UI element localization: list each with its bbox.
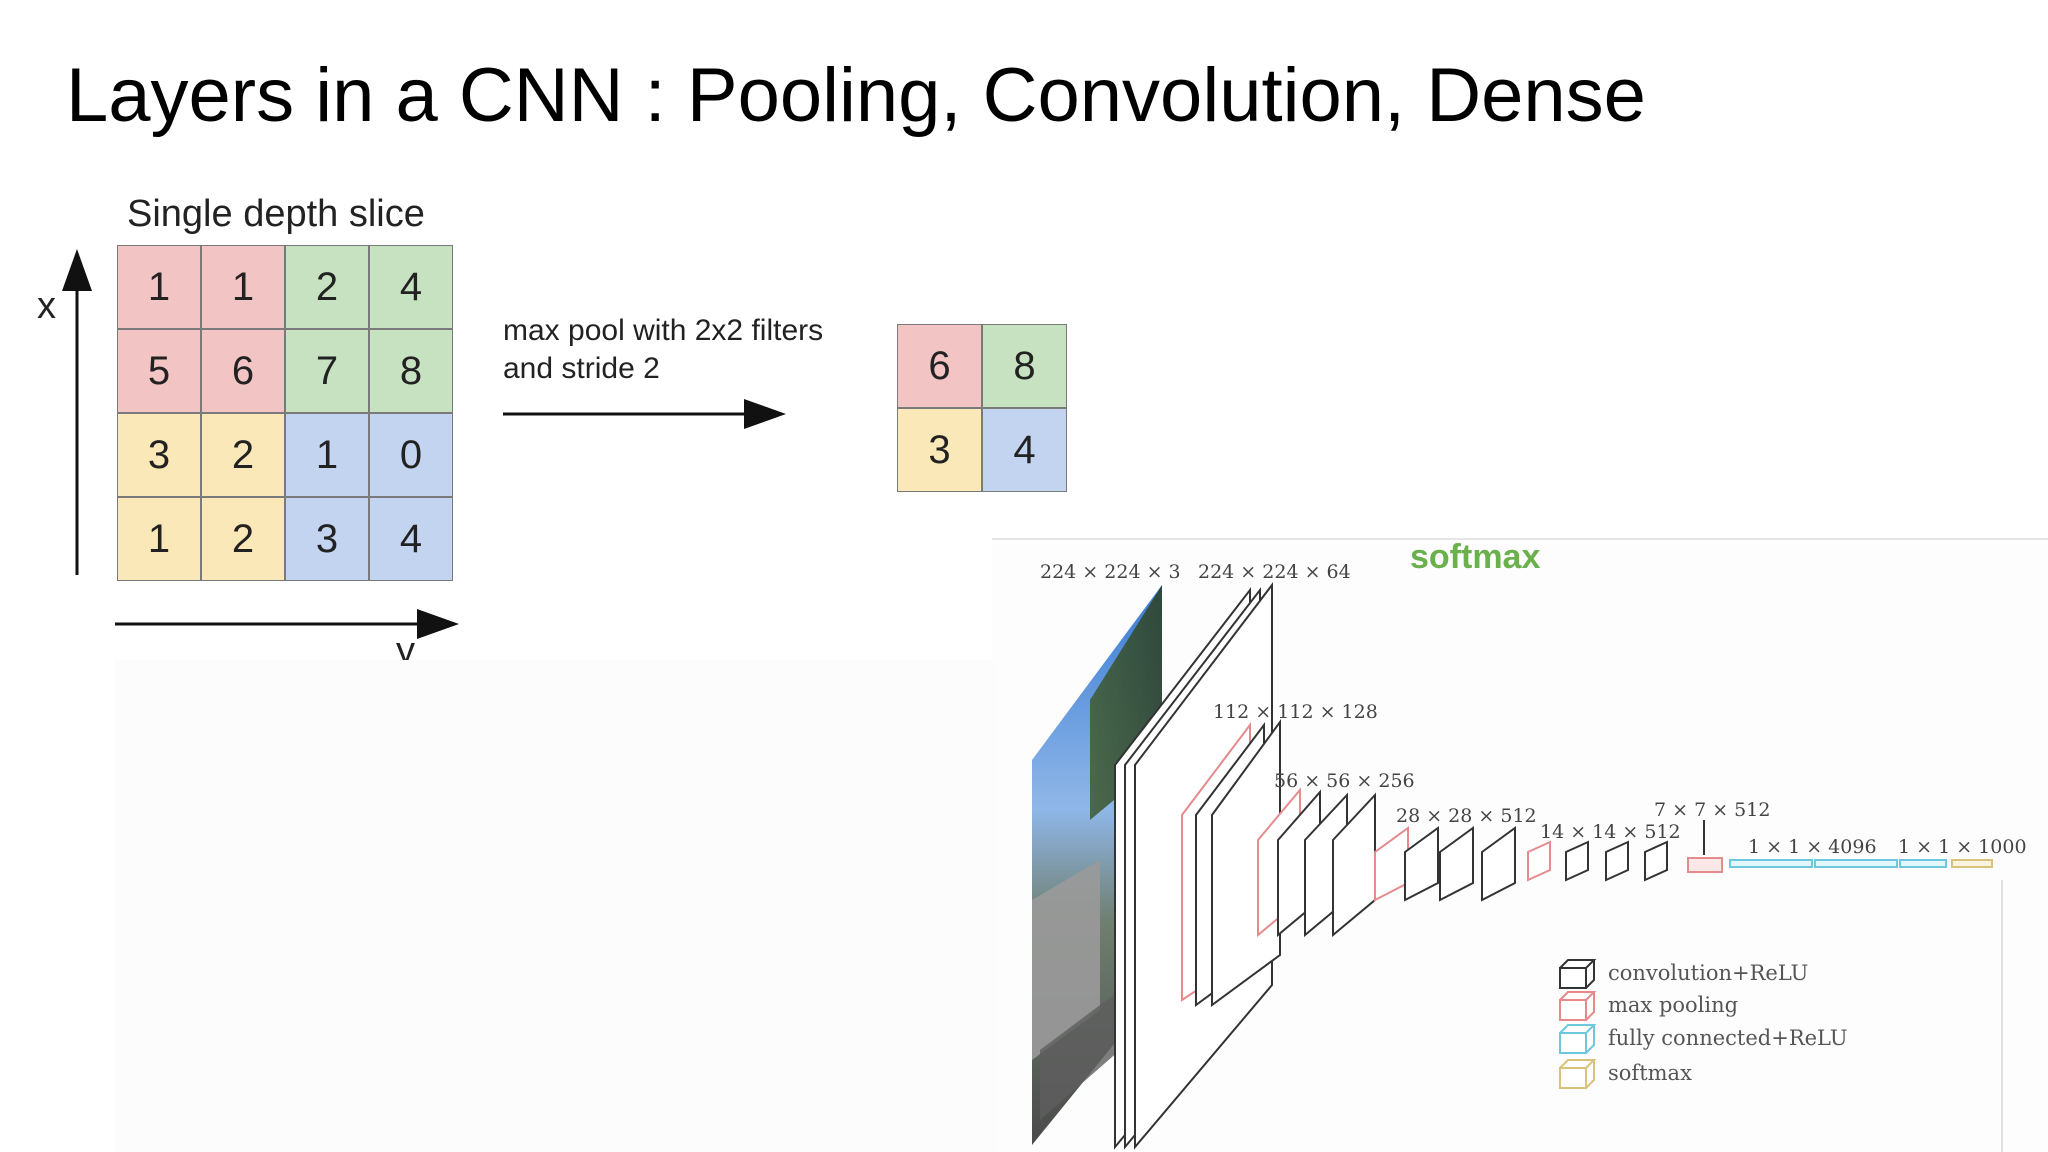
input-cell: 5: [117, 329, 201, 413]
softmax-layer: [1951, 859, 1993, 868]
label-conv4: 28 × 28 × 512: [1396, 805, 1537, 827]
input-cell: 0: [369, 413, 453, 497]
left-faint-panel: [115, 660, 995, 1152]
max-pool-diagram: Single depth slice 1 1 2 4 5 6 7 8 3 2 1…: [0, 0, 1100, 700]
legend-fc-label: fully connected+ReLU: [1608, 1026, 1848, 1050]
label-conv1: 224 × 224 × 64: [1198, 561, 1351, 583]
legend-softmax-label: softmax: [1608, 1061, 1692, 1085]
label-fc: 1 × 1 × 4096: [1748, 836, 1877, 858]
slide-title: Layers in a CNN : Pooling, Convolution, …: [66, 53, 1646, 138]
input-cell: 6: [201, 329, 285, 413]
conv3-block: [1257, 787, 1376, 938]
label-input: 224 × 224 × 3: [1040, 561, 1181, 583]
legend-softmax-icon: [1559, 1059, 1597, 1089]
label-pool5: 7 × 7 × 512: [1654, 799, 1770, 821]
output-cell: 4: [982, 408, 1067, 492]
input-cell: 7: [285, 329, 369, 413]
label-conv3: 56 × 56 × 256: [1274, 770, 1415, 792]
legend-pool-icon: [1559, 991, 1597, 1021]
slice-title: Single depth slice: [127, 193, 425, 235]
pool-caption: max pool with 2x2 filters and stride 2: [503, 312, 863, 388]
input-cell: 2: [201, 497, 285, 581]
legend-conv-icon: [1559, 959, 1597, 989]
input-cell: 4: [369, 497, 453, 581]
pool-caption-line2: and stride 2: [503, 352, 660, 385]
legend-fc-icon: [1559, 1024, 1597, 1054]
output-cell: 8: [982, 324, 1067, 408]
input-cell: 8: [369, 329, 453, 413]
label-conv2: 112 × 112 × 128: [1213, 701, 1378, 723]
legend-conv-label: convolution+ReLU: [1608, 961, 1808, 985]
input-cell: 1: [117, 497, 201, 581]
input-cell: 4: [369, 245, 453, 329]
pool5-block: [1687, 857, 1723, 873]
conv2-block: [1181, 718, 1281, 1007]
output-grid: 6 8 3 4: [897, 324, 1067, 492]
label-conv5: 14 × 14 × 512: [1540, 821, 1681, 843]
input-cell: 1: [117, 245, 201, 329]
conv5-block: [1527, 840, 1668, 882]
legend-pool-label: max pooling: [1608, 993, 1738, 1017]
fc-layers: [1729, 859, 1947, 868]
input-cell: 1: [285, 413, 369, 497]
input-cell: 3: [285, 497, 369, 581]
input-cell: 2: [201, 413, 285, 497]
pool-caption-line1: max pool with 2x2 filters: [503, 314, 824, 347]
input-cell: 3: [117, 413, 201, 497]
output-cell: 3: [897, 408, 982, 492]
softmax-title: softmax: [1410, 538, 1540, 576]
input-cell: 2: [285, 245, 369, 329]
axis-x-label: x: [37, 285, 56, 327]
vgg-legend: convolution+ReLU max pooling fully conne…: [1559, 959, 1848, 1089]
output-cell: 6: [897, 324, 982, 408]
conv4-block: [1374, 826, 1516, 902]
input-cell: 1: [201, 245, 285, 329]
label-out: 1 × 1 × 1000: [1898, 836, 2027, 858]
input-grid: 1 1 2 4 5 6 7 8 3 2 1 0 1 2 3 4: [117, 245, 453, 581]
